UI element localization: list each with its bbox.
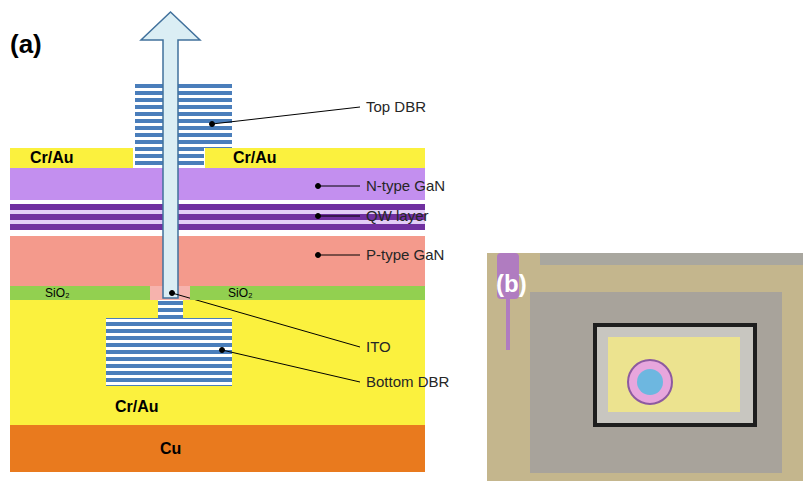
part-label: P-type GaN xyxy=(366,246,444,263)
bottom-dbr xyxy=(106,318,232,386)
metal-region xyxy=(10,300,425,425)
layer-name: Cu xyxy=(160,425,181,472)
bottom-dbr xyxy=(158,300,183,318)
p-gan-layer xyxy=(10,236,425,286)
metal-pad: Cr/Au xyxy=(205,148,425,168)
metal-pad: Cr/Au xyxy=(10,148,133,168)
layer-name: SiO₂ xyxy=(45,286,70,300)
part-label: ITO xyxy=(366,338,391,355)
layer-name: Cr/Au xyxy=(115,388,159,425)
emission-arrow xyxy=(141,12,200,298)
part-label: Top DBR xyxy=(366,98,426,115)
metal-region: Cr/Au xyxy=(10,388,425,425)
oxide-layer: SiO₂ xyxy=(190,286,425,300)
part-label: N-type GaN xyxy=(366,177,445,194)
n-gan-layer xyxy=(10,168,425,200)
top-dbr xyxy=(135,82,232,148)
substrate-layer: Cu xyxy=(10,425,425,472)
panel-label: (a) xyxy=(10,30,42,60)
oxide-layer: SiO₂ xyxy=(10,286,150,300)
layer-name: Cr/Au xyxy=(233,148,277,168)
layer-name: SiO₂ xyxy=(228,286,253,300)
device-photo xyxy=(487,253,803,481)
qw-layer xyxy=(10,200,425,236)
part-label: QW layer xyxy=(366,207,429,224)
part-label: Bottom DBR xyxy=(366,373,449,390)
layer-name: Cr/Au xyxy=(30,148,74,168)
panel-label: (b) xyxy=(496,270,527,298)
